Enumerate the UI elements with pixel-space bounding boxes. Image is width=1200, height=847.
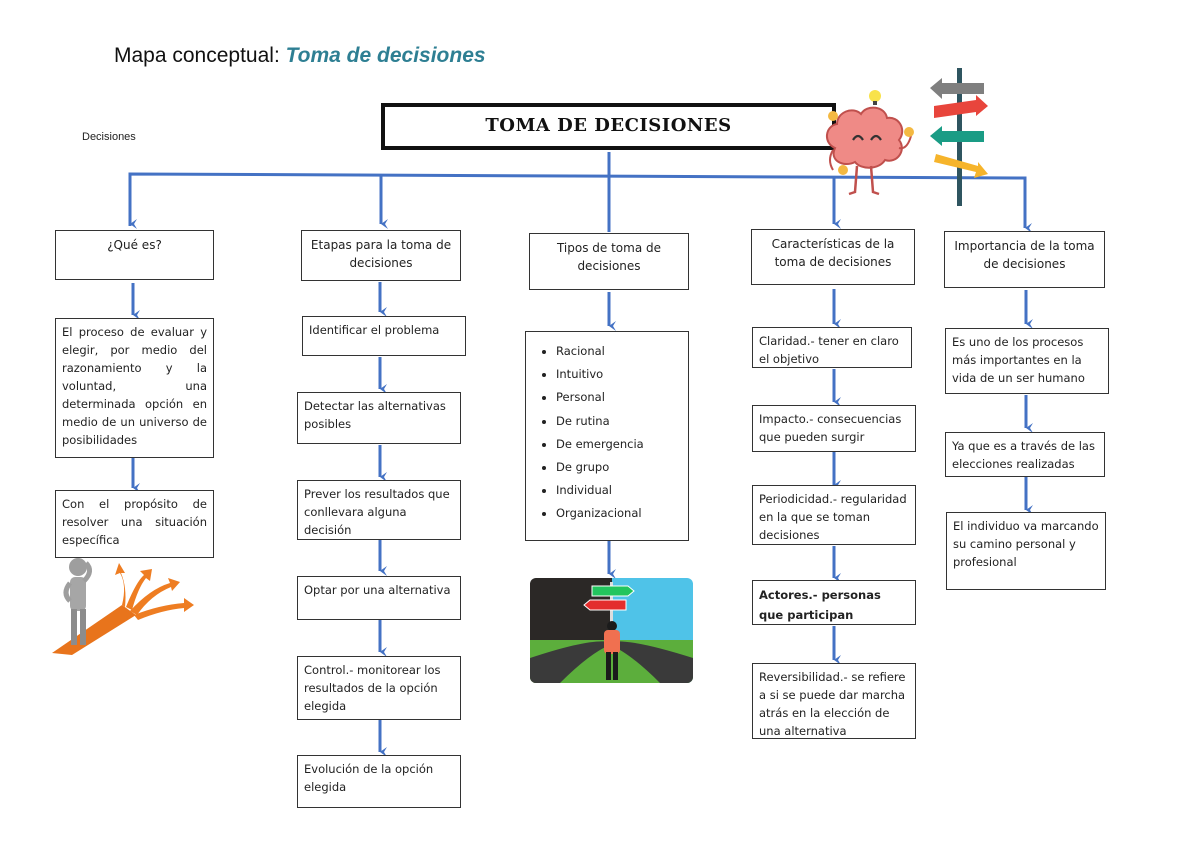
item-text: Claridad.- tener en claro el objetivo [759,334,899,366]
item-text: Con el propósito de resolver una situaci… [62,497,207,547]
list-item: De rutina [556,410,682,433]
branch-caracteristicas-item: Actores.- personas que participan [752,580,916,625]
item-text: Prever los resultados que conllevara alg… [304,487,450,537]
branch-etapas-item: Optar por una alternativa [297,576,461,620]
branch-importancia-item: Es uno de los procesos más importantes e… [945,328,1109,394]
thinker-illustration [52,558,194,655]
heading-text: ¿Qué es? [107,238,162,252]
branch-caracteristicas-heading: Características de la toma de decisiones [751,229,915,285]
main-topic-label: TOMA DE DECISIONES [485,115,732,136]
crossroads-icon [530,578,693,683]
title-lead: Mapa conceptual: [114,44,286,67]
item-text: Optar por una alternativa [304,583,451,597]
item-text: Detectar las alternativas posibles [304,399,446,431]
branch-tipos-list: Racional Intuitivo Personal De rutina De… [525,331,689,541]
branch-caracteristicas-item: Impacto.- consecuencias que pueden surgi… [752,405,916,452]
branch-etapas-item: Control.- monitorear los resultados de l… [297,656,461,720]
list-item: Individual [556,479,682,502]
brain-icon [826,106,912,196]
title-accent: Toma de decisiones [285,44,486,67]
subtitle: Decisiones [82,131,136,143]
item-text: Reversibilidad.- se refiere a si se pued… [759,670,906,738]
list-item: De grupo [556,456,682,479]
branch-importancia-heading: Importancia de la toma de decisiones [944,231,1105,288]
branch-caracteristicas-item: Reversibilidad.- se refiere a si se pued… [752,663,916,739]
list-item: Racional [556,340,682,363]
heading-text: Características de la toma de decisiones [771,237,895,269]
branch-importancia-item: El individuo va marcando su camino perso… [946,512,1106,590]
list-item: Intuitivo [556,363,682,386]
item-text: Control.- monitorear los resultados de l… [304,663,441,713]
branch-que-es-item: El proceso de evaluar y elegir, por medi… [55,318,214,458]
branch-etapas-item: Identificar el problema [302,316,466,356]
heading-text: Etapas para la toma de decisiones [310,238,452,270]
list-item: Organizacional [556,502,682,525]
signpost-illustration [930,68,988,206]
item-text: Impacto.- consecuencias que pueden surgi… [759,412,902,444]
item-text: Ya que es a través de las elecciones rea… [952,439,1095,471]
item-text: Evolución de la opción elegida [304,762,434,794]
branch-tipos-heading: Tipos de toma de decisiones [529,233,689,290]
item-text: Periodicidad.- regularidad en la que se … [759,492,907,542]
heading-text: Tipos de toma de decisiones [556,241,662,273]
list-item: De emergencia [556,433,682,456]
page-title: Mapa conceptual: Toma de decisiones [114,44,486,68]
item-text: El individuo va marcando su camino perso… [953,519,1099,569]
list-item: Personal [556,386,682,409]
item-text: El proceso de evaluar y elegir, por medi… [62,325,207,447]
item-text: Es uno de los procesos más importantes e… [952,335,1085,385]
branch-que-es-item: Con el propósito de resolver una situaci… [55,490,214,558]
branch-caracteristicas-item: Periodicidad.- regularidad en la que se … [752,485,916,545]
branch-importancia-item: Ya que es a través de las elecciones rea… [945,432,1105,477]
branch-etapas-item: Detectar las alternativas posibles [297,392,461,444]
crossroads-illustration [530,578,693,683]
signpost-icon [930,68,988,206]
lightbulb-icon [828,90,914,175]
main-topic-box: TOMA DE DECISIONES [381,103,836,150]
branch-caracteristicas-item: Claridad.- tener en claro el objetivo [752,327,912,368]
branch-etapas-item: Prever los resultados que conllevara alg… [297,480,461,540]
item-text: Identificar el problema [309,323,440,337]
branch-etapas-heading: Etapas para la toma de decisiones [301,230,461,281]
branch-que-es-heading: ¿Qué es? [55,230,214,280]
tipos-list: Racional Intuitivo Personal De rutina De… [532,340,682,526]
heading-text: Importancia de la toma de decisiones [954,239,1095,271]
item-text: Actores.- personas que participan [759,588,881,622]
person-icon [63,558,92,645]
branch-etapas-item: Evolución de la opción elegida [297,755,461,808]
brain-illustration [826,90,914,196]
